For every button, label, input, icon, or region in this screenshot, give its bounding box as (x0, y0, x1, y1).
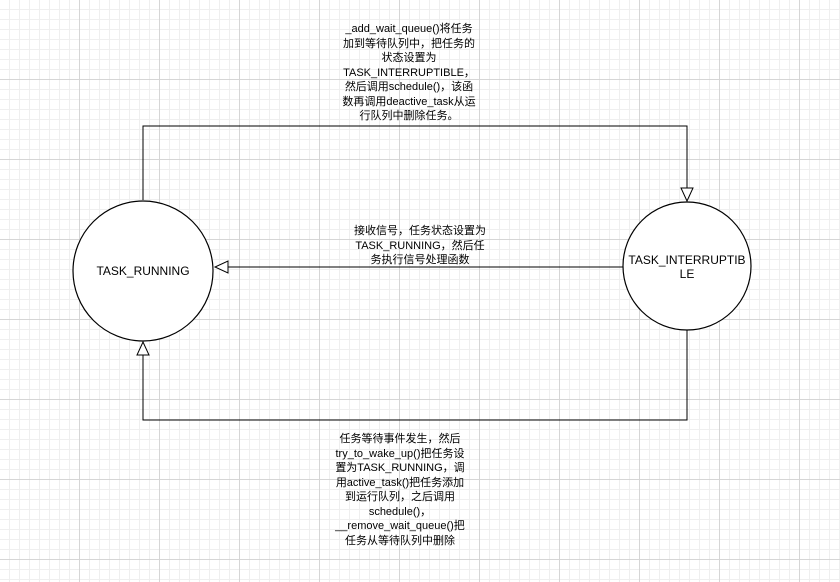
edge-middle-label-line-3: 务执行信号处理函数 (370, 254, 470, 266)
edge-middle-arrowhead (213, 260, 229, 274)
edge-bottom-label: 任务等待事件发生，然后 try_to_wake_up()把任务设 置为TASK_… (290, 432, 510, 548)
edge-bottom-label-line-3: 置为TASK_RUNNING，调 (335, 462, 465, 474)
edge-bottom-label-line-6: schedule()， (368, 505, 432, 518)
edge-top-label-line-2: 加到等待队列中，把任务的 (343, 37, 475, 50)
node-task-running-text: TASK_RUNNING (96, 264, 190, 278)
edge-bottom-label-line-2: try_to_wake_up()把任务设 (335, 447, 465, 460)
node-task-running-label: TASK_RUNNING (73, 264, 213, 278)
edge-top-label-line-3: 状态设置为 (381, 52, 437, 64)
edge-bottom-label-line-5: 到运行队列，之后调用 (345, 491, 455, 503)
edge-top-line[interactable] (142, 125, 688, 200)
edge-bottom-arrowhead (136, 340, 150, 356)
node-task-running[interactable] (72, 200, 214, 342)
node-task-interruptible-label: TASK_INTERRUPTIB LE (623, 253, 751, 281)
edge-bottom-line[interactable] (142, 330, 688, 421)
edge-top-label-line-6: 数再调用deactive_task从运 (342, 95, 476, 108)
node-task-interruptible-line-1: TASK_INTERRUPTIB (628, 253, 746, 267)
edge-bottom-label-line-4: 用active_task()把任务添加 (335, 476, 465, 489)
edge-top-arrowhead (680, 187, 694, 203)
edge-middle-label: 接收信号，任务状态设置为 TASK_RUNNING，然后任 务执行信号处理函数 (320, 224, 520, 268)
edge-top-label-line-1: _add_wait_queue()将任务 (345, 23, 473, 35)
edge-top-label: _add_wait_queue()将任务 加到等待队列中，把任务的 状态设置为 … (295, 22, 523, 124)
edge-top-label-line-4: TASK_INTERRUPTIBLE， (343, 66, 475, 79)
node-task-interruptible[interactable] (622, 201, 752, 331)
edge-bottom-label-line-1: 任务等待事件发生，然后 (339, 433, 461, 445)
edge-bottom-label-line-7: __remove_wait_queue()把 (335, 520, 465, 532)
edge-top-label-line-7: 行队列中删除任务。 (359, 110, 459, 122)
edge-top-label-line-5: 然后调用schedule()，该函 (344, 81, 474, 93)
edge-middle-label-line-2: TASK_RUNNING，然后任 (355, 239, 485, 252)
node-task-interruptible-line-2: LE (679, 267, 695, 281)
edge-middle-label-line-1: 接收信号，任务状态设置为 (354, 225, 486, 237)
edge-bottom-label-line-8: 任务从等待队列中删除 (345, 534, 455, 547)
